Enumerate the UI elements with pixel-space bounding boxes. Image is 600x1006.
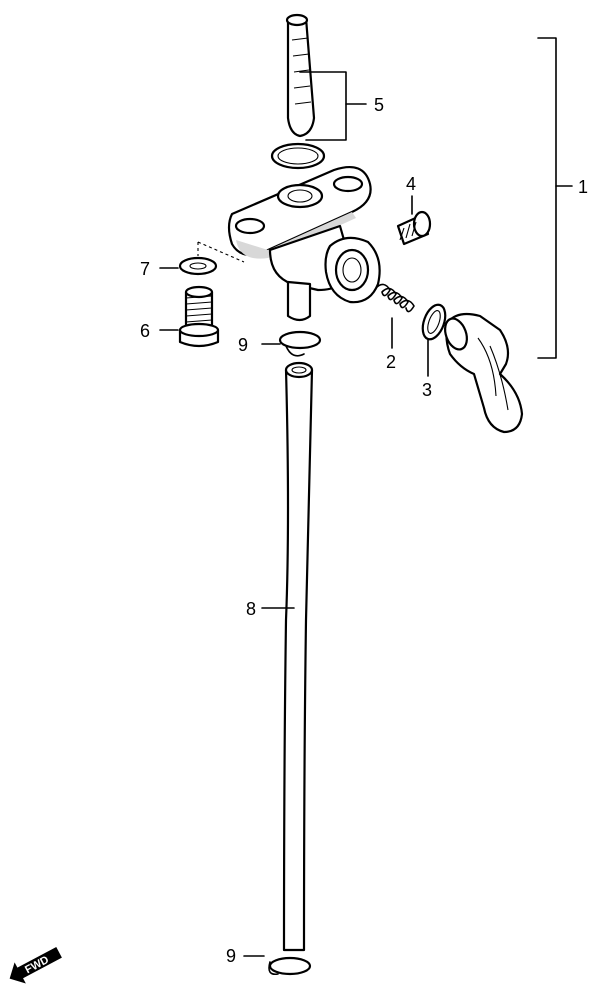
callout-3: 3: [422, 380, 432, 400]
callout-9-lower: 9: [226, 946, 236, 966]
part-6-bolt: [159, 285, 220, 348]
part-4-screw: [396, 195, 432, 246]
callout-1: 1: [578, 177, 588, 197]
fuel-cock-body: [197, 166, 381, 322]
assembly-bracket: [537, 37, 573, 359]
part-9-upper-clip: [261, 330, 322, 357]
part-5-filter-pipe: [285, 13, 367, 141]
part-5-o-ring: [270, 142, 326, 170]
part-9-lower-clip: [243, 955, 312, 976]
part-3-o-ring: [421, 303, 447, 377]
callout-6: 6: [140, 321, 150, 341]
part-7-washer: [159, 256, 218, 276]
part-2-spring: [375, 283, 415, 349]
fwd-direction-badge: FWD: [9, 947, 62, 984]
callout-5: 5: [374, 95, 384, 115]
fwd-label: FWD: [23, 954, 51, 976]
callout-4: 4: [406, 174, 416, 194]
callout-2: 2: [386, 352, 396, 372]
fuel-cock-lever: [444, 312, 524, 434]
part-8-fuel-hose: [261, 361, 314, 952]
callout-9-upper: 9: [238, 335, 248, 355]
callout-8: 8: [246, 599, 256, 619]
callout-7: 7: [140, 259, 150, 279]
